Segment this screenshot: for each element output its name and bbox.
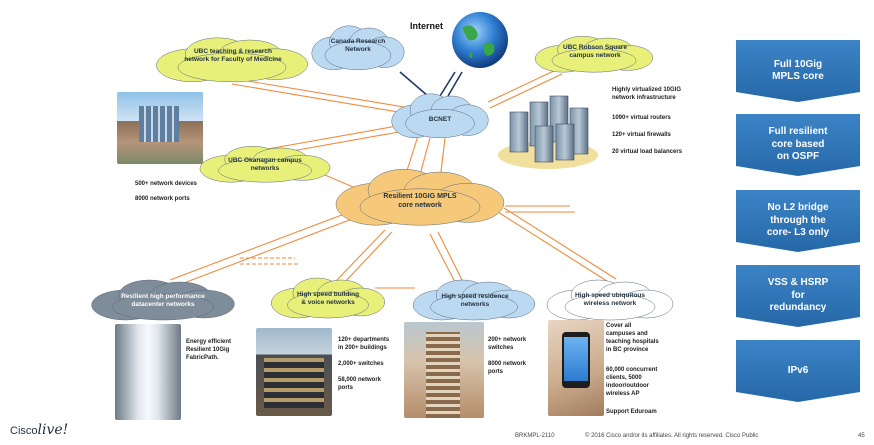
cloud-ubc-okanagan-shape xyxy=(199,145,331,183)
internet-links xyxy=(399,71,463,97)
residence-notes-switches: 200+ network switches xyxy=(488,337,527,352)
chevron-shape xyxy=(736,40,860,102)
cloud-residence-label: High speed residence networks xyxy=(441,293,509,309)
building-notes-departments: 120+ departments in 200+ buildings xyxy=(338,337,390,352)
chevron-shapes xyxy=(736,40,860,402)
cloud-mpls-core-label: Resilient 10GIG MPLS core network xyxy=(383,193,457,210)
cloud-wireless-shape xyxy=(546,279,674,321)
copyright-text: © 2016 Cisco and/or its affiliates. All … xyxy=(585,433,759,439)
cloud-ubc-robson-label: UBC Robson Square campus network xyxy=(563,44,627,60)
link-internet-bcnet xyxy=(439,71,463,97)
cloud-wireless-label: High speed ubiquitous wireless network xyxy=(574,292,646,308)
cloud-canada-research-label: Canada Research Network xyxy=(330,38,386,54)
chevron-shape xyxy=(736,114,860,176)
cloud-datacenter-shape xyxy=(91,279,235,321)
link-canada-bcnet xyxy=(399,71,429,97)
cloud-ubc-okanagan-label: UBC Okanagan campus networks xyxy=(228,157,302,173)
datacenter-notes: Energy efficient Resilient 10Gig FabricP… xyxy=(186,339,232,362)
link-core-right xyxy=(505,205,575,213)
smartphone-photo xyxy=(548,320,604,416)
cloud-bcnet-shape xyxy=(391,93,489,139)
cloud-canada-research-shape xyxy=(311,25,405,71)
server-racks-icon xyxy=(498,95,598,169)
building-photo xyxy=(256,328,332,416)
cloud-ubc-teaching-shape xyxy=(156,37,308,83)
left-stats-ports: 8000 network ports xyxy=(135,196,190,202)
link-core-residence xyxy=(429,231,464,283)
chevron-shape xyxy=(736,265,860,327)
server-notes-firewalls: 120+ virtual firewalls xyxy=(612,132,671,138)
cloud-residence-shape xyxy=(412,279,536,321)
server-notes-routers: 1090+ virtual routers xyxy=(612,115,671,121)
internet-label: Internet xyxy=(410,21,444,31)
chevron-full-resilient: Full resilient core based on OSPF xyxy=(736,114,860,176)
chevron-no-l2-bridge: No L2 bridge through the core- L3 only xyxy=(736,190,860,252)
chevron-full-10gig: Full 10Gig MPLS core xyxy=(736,40,860,102)
cloud-bcnet-label: BCNET xyxy=(428,116,452,123)
cloud-ubc-robson-shape xyxy=(534,35,654,73)
link-core-wireless xyxy=(497,207,617,284)
internet-globe-icon xyxy=(452,12,508,68)
link-robson-bcnet xyxy=(487,67,563,109)
page-number: 45 xyxy=(858,433,865,439)
link-datacenter-building xyxy=(240,257,300,265)
wireless-notes-cover: Cover all campuses and teaching hospital… xyxy=(606,323,659,354)
building-notes-switches: 2,000+ switches xyxy=(338,361,384,367)
residence-photo xyxy=(404,322,484,418)
server-notes-load-balancers: 20 virtual load balancers xyxy=(612,149,683,155)
cisco-live-logo: Ciscolive! xyxy=(10,422,68,438)
residence-notes-ports: 8000 network ports xyxy=(488,361,527,376)
chevron-shape xyxy=(736,340,860,402)
clouds xyxy=(91,25,674,321)
link-core-datacenter xyxy=(169,209,361,287)
wireless-notes-eduroam: Support Eduroam xyxy=(606,409,657,415)
left-stats-devices: 500+ network devices xyxy=(135,181,197,187)
chevron-label: Full resilient core based on OSPF xyxy=(768,126,828,163)
wireless-notes-clients: 60,000 concurrent clients, 5000 indoor/o… xyxy=(606,367,658,398)
session-code: BRKMPL-2110 xyxy=(515,433,555,439)
building-notes-ports: 58,000 network ports xyxy=(338,377,382,392)
link-core-building xyxy=(334,229,393,285)
chevron-label: Full 10Gig MPLS core xyxy=(772,58,824,83)
server-notes-heading: Highly virtualized 10GIG network infrast… xyxy=(612,87,682,102)
chevron-shape xyxy=(736,190,860,252)
chevron-label: VSS & HSRP for redundancy xyxy=(767,277,829,314)
chevron-label: IPv6 xyxy=(787,364,809,376)
chevron-label: No L2 bridge through the core- L3 only xyxy=(766,202,830,239)
link-teaching-bcnet xyxy=(229,77,411,115)
cloud-ubc-teaching-label: UBC teaching & research network for Facu… xyxy=(184,48,282,64)
cloud-building-voice-shape xyxy=(271,277,385,319)
chevron-vss-hsrp: VSS & HSRP for redundancy xyxy=(736,265,860,327)
cloud-building-voice-label: High speed building & voice networks xyxy=(296,291,360,307)
brand-suffix: live! xyxy=(37,422,69,438)
brand-prefix: Cisco xyxy=(10,425,38,437)
cloud-datacenter-label: Resilient high performance datacenter ne… xyxy=(121,293,205,309)
cloud-mpls-core-shape xyxy=(335,168,505,226)
datacenter-photo xyxy=(115,324,181,420)
ubc-building-photo xyxy=(117,92,203,164)
chevron-ipv6: IPv6 xyxy=(736,340,860,402)
